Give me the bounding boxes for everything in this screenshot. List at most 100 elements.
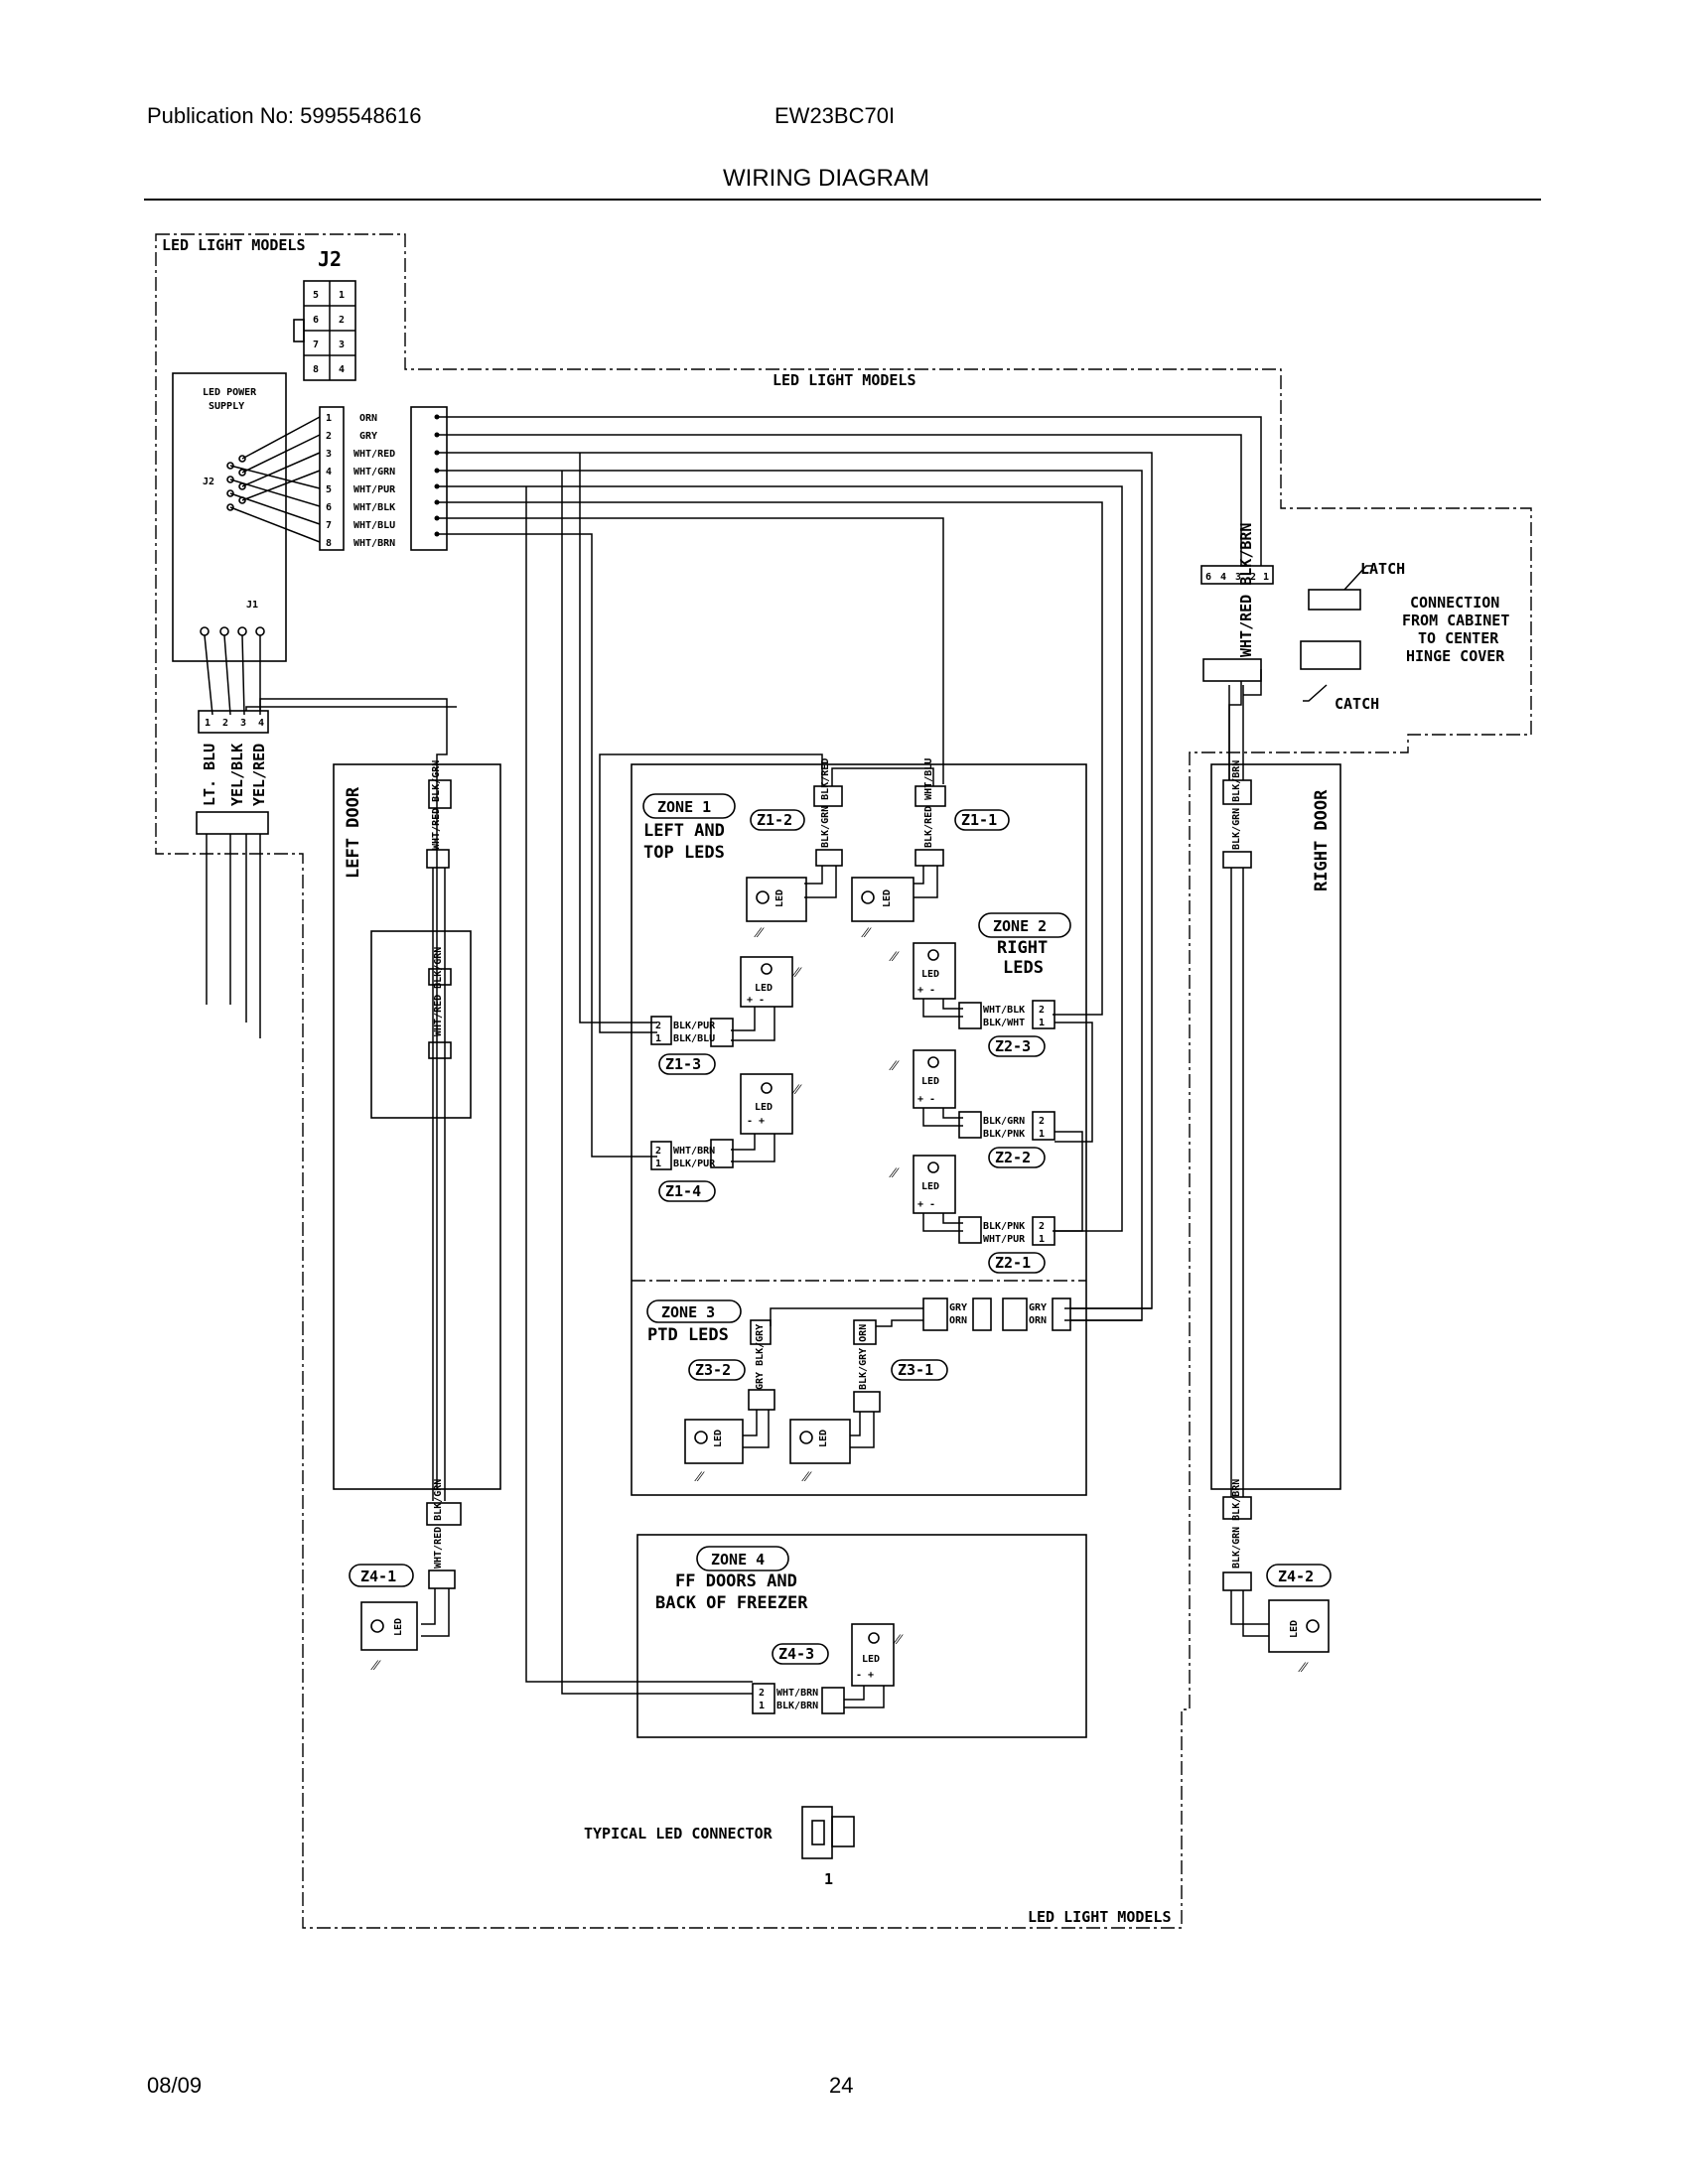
z2-2-conn: [1032, 1111, 1055, 1141]
svg-text:LED: LED: [755, 983, 773, 994]
j1-label: J1: [246, 600, 258, 611]
power-supply-j2-fan: [226, 416, 321, 543]
zone-3-tag: [646, 1299, 742, 1323]
svg-text:1: 1: [655, 1033, 661, 1044]
z1-2-wires: BLK/GRN BLK/RED: [820, 758, 831, 848]
svg-text:1: 1: [1039, 1234, 1045, 1245]
wire-yel-red: YEL/RED: [250, 744, 268, 806]
z2-3-wire-2: BLK/WHT: [983, 1018, 1025, 1028]
svg-text:+ -: + -: [917, 1094, 935, 1105]
svg-text:⁄⁄: ⁄⁄: [370, 1656, 382, 1674]
right-door-label: RIGHT DOOR: [1312, 789, 1332, 891]
j2-connector: 5 1 6 2 7 3 8 4: [293, 280, 356, 381]
zones-1-3-box: [631, 763, 1087, 1496]
svg-text:WHT/BLU: WHT/BLU: [353, 520, 395, 531]
z1-3-wire-2: BLK/BLU: [673, 1033, 715, 1044]
z1-4-wire-2: BLK/PUR: [673, 1159, 716, 1169]
connection-label-3: TO CENTER: [1418, 629, 1499, 647]
power-supply-j2-label: J2: [203, 477, 214, 487]
j1-connector: [198, 710, 269, 734]
z1-3-tag: [658, 1053, 716, 1075]
svg-text:LED: LED: [818, 1430, 829, 1447]
svg-text:4: 4: [339, 364, 345, 375]
z1-3-wire-1: BLK/PUR: [673, 1021, 716, 1031]
svg-text:LED: LED: [393, 1618, 404, 1636]
z3-2-wires: GRY BLK/GRY: [755, 1324, 766, 1390]
svg-text:- +: - +: [856, 1670, 874, 1681]
footer-date: 08/09: [147, 2073, 203, 2098]
catch-connector: [1300, 640, 1361, 670]
svg-text:7: 7: [326, 520, 332, 531]
zone-4-line-2: BACK OF FREEZER: [655, 1593, 808, 1613]
j1-pin-2: 2: [222, 718, 228, 729]
svg-text:⁄⁄: ⁄⁄: [791, 963, 803, 981]
led-models-label-bottom: LED LIGHT MODELS: [1028, 1908, 1172, 1926]
header-rule: [144, 199, 1541, 201]
z2-1-tag: [988, 1252, 1046, 1274]
z4-1-led: [360, 1601, 418, 1651]
svg-text:4: 4: [326, 467, 332, 478]
svg-text:3: 3: [326, 449, 332, 460]
z2-1-wire-2: WHT/PUR: [983, 1234, 1026, 1245]
z4-3-tag: [772, 1643, 829, 1665]
svg-text:LED: LED: [921, 969, 939, 980]
svg-text:+ -: + -: [917, 985, 935, 996]
svg-text:⁄⁄: ⁄⁄: [801, 1467, 813, 1485]
z2-2-tag-text: Z2-2: [995, 1149, 1031, 1166]
svg-text:1: 1: [326, 413, 332, 424]
svg-text:2: 2: [1250, 572, 1256, 583]
z3-feed-b: [1002, 1297, 1028, 1331]
svg-text:⁄⁄: ⁄⁄: [754, 923, 766, 941]
typical-connector-label: TYPICAL LED CONNECTOR: [584, 1825, 774, 1843]
zone-4-tag: [696, 1546, 789, 1571]
z4-2-conn: [1222, 1496, 1252, 1520]
z4-1-tag-text: Z4-1: [360, 1568, 396, 1585]
zone-2-tag: [978, 912, 1071, 938]
svg-text:3: 3: [1235, 572, 1241, 583]
z1-1-tag: [954, 809, 1010, 831]
led-models-label-top: LED LIGHT MODELS: [162, 236, 306, 254]
z2-3-wire-1: WHT/BLK: [983, 1005, 1025, 1016]
harness-connector: [410, 406, 448, 551]
z4-3-wire-2: BLK/BRN: [776, 1701, 818, 1711]
model-number: EW23BC70I: [774, 103, 896, 128]
z3-feed-b-wire-1: GRY: [1029, 1302, 1047, 1313]
z1-3-conn: [650, 1016, 672, 1045]
z4-3-led: [851, 1623, 895, 1687]
zone-1-line-2: TOP LEDS: [643, 843, 725, 863]
connection-label-4: HINGE COVER: [1406, 647, 1505, 665]
svg-text:WHT/GRN: WHT/GRN: [353, 467, 395, 478]
led-models-boundary: [155, 233, 1532, 1929]
z1-2-led: [746, 877, 807, 922]
svg-text:ORN: ORN: [359, 413, 377, 424]
z1-4-tag: [658, 1180, 716, 1202]
z2-1-wire-1: BLK/PNK: [983, 1221, 1025, 1232]
svg-text:WHT/RED: WHT/RED: [353, 449, 395, 460]
z4-3-tag-text: Z4-3: [778, 1645, 814, 1663]
left-door-inner-wires: WHT/RED BLK/GRN: [433, 947, 444, 1036]
svg-text:⁄⁄: ⁄⁄: [889, 947, 901, 965]
zone-1-line-1: LEFT AND: [643, 821, 725, 841]
z3-2-tag: [688, 1359, 746, 1381]
svg-text:⁄⁄: ⁄⁄: [694, 1467, 706, 1485]
svg-text:LED: LED: [882, 889, 893, 907]
supply-wire-colors: ORN GRY WHT/RED WHT/GRN WHT/PUR WHT/BLK …: [353, 413, 396, 549]
svg-text:1: 1: [1039, 1018, 1045, 1028]
z1-3-led: [740, 956, 793, 1008]
wire-lt-blu: LT. BLU: [201, 744, 218, 806]
svg-text:2: 2: [1039, 1005, 1045, 1016]
z1-3-tag-text: Z1-3: [665, 1055, 701, 1073]
z2-3-tag-text: Z2-3: [995, 1037, 1031, 1055]
z1-4-conn: [650, 1141, 672, 1170]
svg-text:2: 2: [1039, 1221, 1045, 1232]
svg-text:WHT/BRN: WHT/BRN: [353, 538, 395, 549]
j1-pin-4: 4: [258, 718, 264, 729]
svg-text:LED: LED: [774, 889, 785, 907]
cabinet-wires: WHT/RED BLK/BRN: [1237, 523, 1255, 657]
z2-3-tag: [988, 1035, 1046, 1057]
svg-text:LED: LED: [713, 1430, 724, 1447]
svg-text:8: 8: [326, 538, 332, 549]
z2-1-conn: [1032, 1216, 1055, 1246]
zone-4-box: [636, 1534, 1087, 1738]
